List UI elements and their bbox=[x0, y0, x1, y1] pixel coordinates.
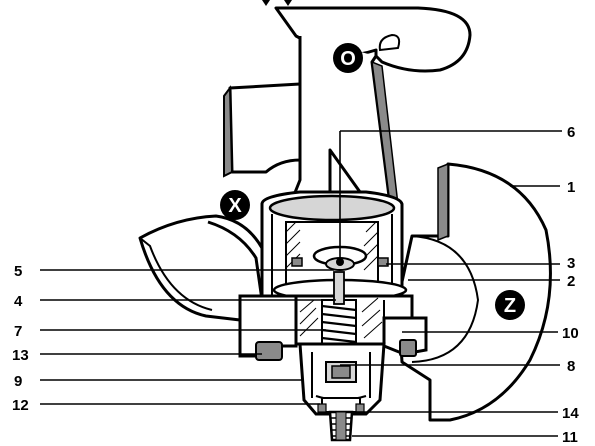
zone-label-x: X bbox=[228, 195, 242, 217]
zone-label-z: Z bbox=[504, 295, 516, 317]
callout-2: 2 bbox=[567, 273, 575, 290]
callout-labels: 6 1 3 2 10 8 14 11 5 4 7 13 9 12 bbox=[12, 124, 579, 446]
right-outlet-flange bbox=[396, 162, 552, 422]
upper-inlet-port bbox=[274, 6, 472, 223]
callout-10: 10 bbox=[562, 325, 579, 342]
left-inlet-flange bbox=[138, 214, 272, 322]
callout-9: 9 bbox=[14, 373, 22, 390]
callout-5: 5 bbox=[14, 263, 22, 280]
callout-14: 14 bbox=[562, 405, 579, 422]
rear-left-flange bbox=[223, 82, 302, 178]
callout-11: 11 bbox=[562, 429, 578, 446]
callout-1: 1 bbox=[567, 179, 575, 196]
zone-badge-x: X bbox=[220, 190, 250, 220]
callout-13: 13 bbox=[12, 347, 29, 364]
zone-badge-o: O bbox=[333, 43, 363, 73]
callout-12: 12 bbox=[12, 397, 29, 414]
callout-6: 6 bbox=[567, 124, 575, 141]
callout-7: 7 bbox=[14, 323, 22, 340]
zone-badge-z: Z bbox=[495, 290, 525, 320]
callout-8: 8 bbox=[567, 358, 575, 375]
zone-label-o: O bbox=[340, 48, 356, 70]
callout-3: 3 bbox=[567, 255, 575, 272]
callout-4: 4 bbox=[14, 293, 23, 310]
leader-lines bbox=[40, 130, 562, 437]
top-flow-marks bbox=[262, 0, 292, 6]
valve-body bbox=[238, 190, 428, 442]
